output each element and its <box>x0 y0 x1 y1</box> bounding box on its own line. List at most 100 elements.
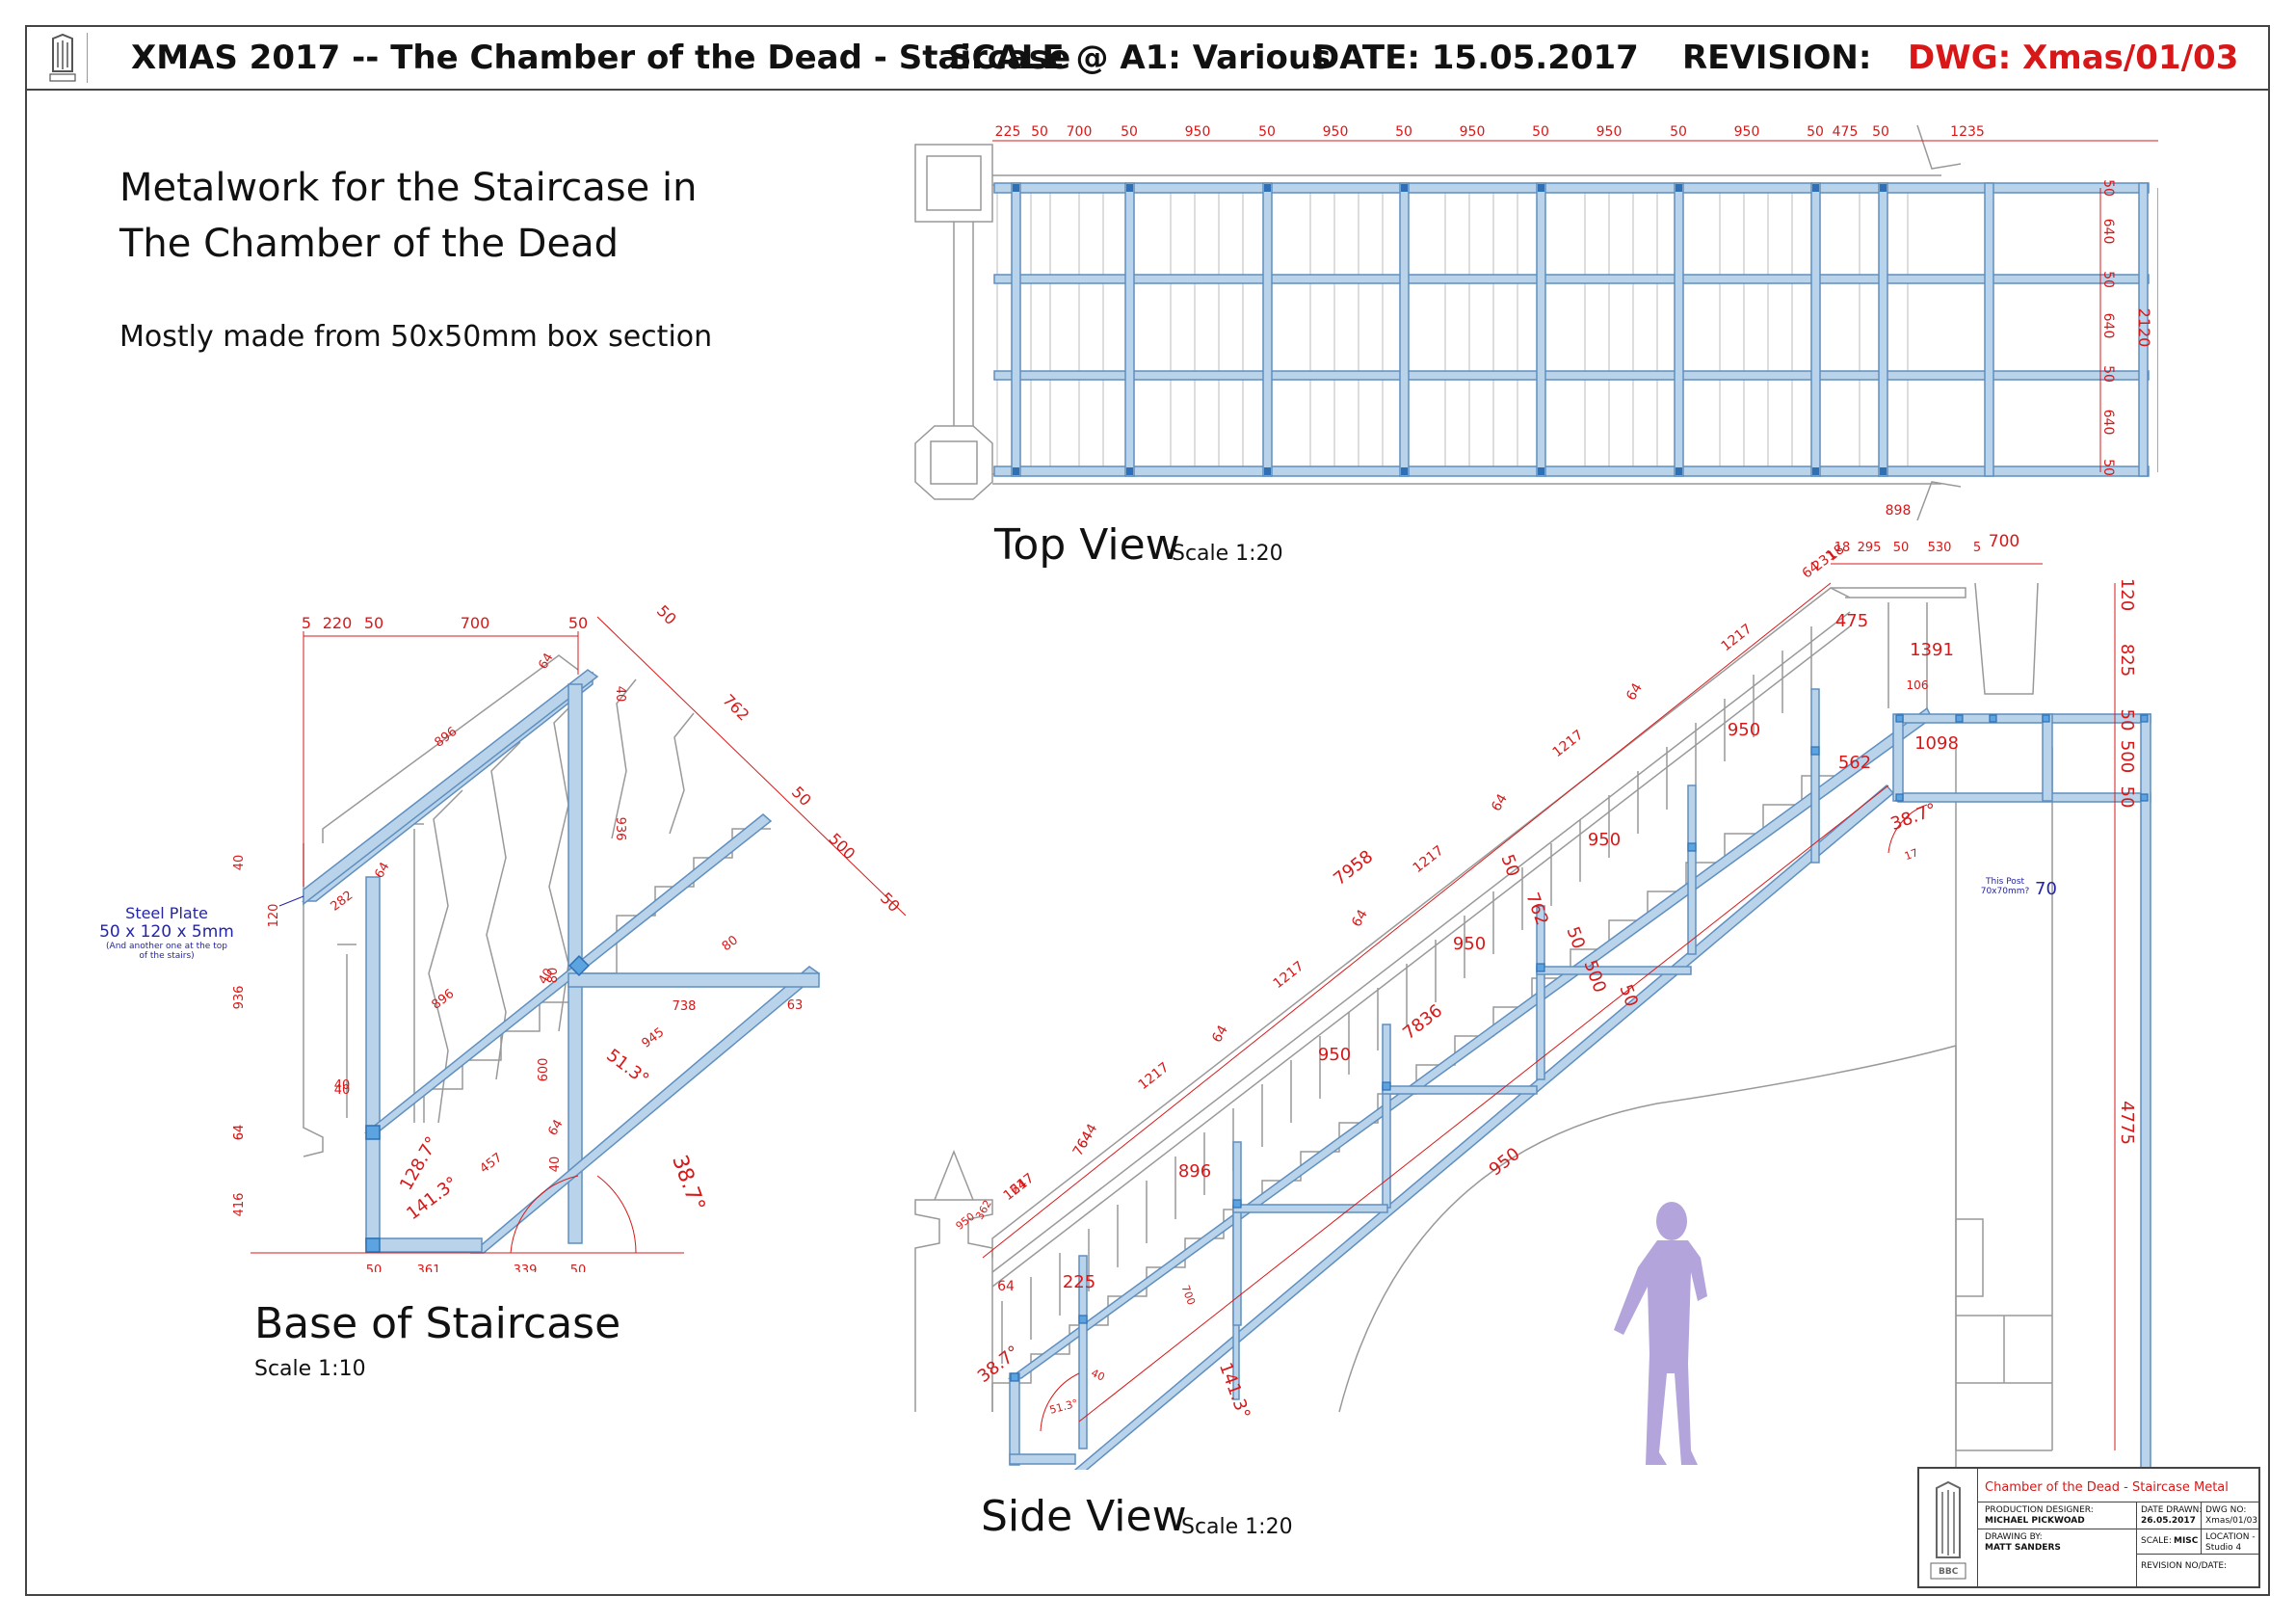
dim-base-misc-28: 40 <box>334 1083 351 1098</box>
base-view-label: Base of Staircase <box>254 1299 621 1348</box>
date-label: DATE: 15.05.2017 <box>1312 39 1639 77</box>
dim-side-10: 64 <box>1623 680 1646 704</box>
dim-side-top-4: 5 <box>1973 541 1981 555</box>
dim-base-misc-14: 738 <box>673 999 697 1014</box>
dim-top-12: 950 <box>1734 124 1760 140</box>
dim-top-3: 50 <box>1121 124 1138 140</box>
dim-side-27: 950 <box>1318 1045 1351 1065</box>
dim-top-7: 50 <box>1395 124 1412 140</box>
dim-base-misc-21: 40 <box>548 1157 563 1173</box>
dim-top-10: 950 <box>1597 124 1623 140</box>
date-drawn: 26.05.2017 <box>2141 1516 2196 1526</box>
scale-block-label: SCALE: <box>2141 1536 2172 1546</box>
dim-base-misc-10: 40 <box>334 1078 351 1093</box>
dim-top-2: 700 <box>1067 124 1093 140</box>
dim-base-top-1: 220 <box>323 614 353 632</box>
dim-top-13: 50 <box>1807 124 1824 140</box>
date-drawn-label: DATE DRAWN: <box>2141 1505 2203 1515</box>
revision-label: REVISION: <box>1682 39 1872 77</box>
dim-top-15: 50 <box>1872 124 1889 140</box>
heading-line-1: Metalwork for the Staircase in <box>119 166 698 210</box>
steel-plate-note: Steel Plate 50 x 120 x 5mm (And another … <box>85 904 249 961</box>
side-view-drawing: 18 295 50 530 5 700 120 825 50 500 50 47… <box>914 532 2151 1470</box>
dim-side-right-1: 825 <box>2117 644 2137 677</box>
dim-top-v-4: 50 <box>2100 365 2116 383</box>
dim-base-misc-5: 282 <box>328 889 356 915</box>
dim-side-11: 1217 <box>1550 728 1587 761</box>
dim-top-9: 50 <box>1532 124 1549 140</box>
dim-base-misc-26: 416 <box>232 1193 247 1217</box>
steel-plate-title: Steel Plate <box>125 904 208 922</box>
title-block: BBC Chamber of the Dead - Staircase Meta… <box>1917 1467 2260 1588</box>
dim-base-top-2: 50 <box>364 614 383 632</box>
post-note-line-1: This Post <box>1985 877 2025 887</box>
dim-base-misc-6: 120 <box>267 904 281 928</box>
location: Studio 4 <box>2205 1543 2242 1553</box>
dim-side-35: 362 <box>973 1198 994 1222</box>
dim-side-16: 50 <box>1496 852 1523 880</box>
title-block-logo: BBC <box>1919 1469 1978 1586</box>
dim-top-16: 1235 <box>1950 124 1985 140</box>
drawing-number: DWG: Xmas/01/03 <box>1908 39 2239 77</box>
dim-top-4: 950 <box>1185 124 1211 140</box>
heading-line-2: The Chamber of the Dead <box>119 222 619 266</box>
dim-top-0: 225 <box>995 124 1021 140</box>
scale-label: SCALE @ A1: Various <box>948 39 1332 77</box>
production-designer: MICHAEL PICKWOAD <box>1985 1516 2085 1526</box>
dim-base-misc-3: 936 <box>613 817 627 841</box>
dim-side-23: 950 <box>1453 934 1486 954</box>
dim-side-13: 7958 <box>1330 846 1377 890</box>
dim-side-24: 64 <box>1209 1023 1231 1046</box>
drawing-frame <box>25 25 2270 1596</box>
bbc-logo-icon <box>39 33 88 83</box>
dim-top-6: 950 <box>1323 124 1349 140</box>
dim-base-top-4: 50 <box>568 614 588 632</box>
dim-top-v-5: 640 <box>2100 410 2116 436</box>
dim-base-misc-13: 80 <box>720 933 741 954</box>
dim-side-right-2: 50 <box>2117 709 2137 731</box>
dim-side-top-5: 700 <box>1989 532 2019 551</box>
top-view-label: Top View <box>994 520 1180 570</box>
dim-side-31: 7644 <box>1070 1121 1101 1158</box>
dim-side-15: 950 <box>1588 830 1621 850</box>
dwg-no-label: DWG NO: <box>2205 1505 2247 1515</box>
heading-subtitle: Mostly made from 50x50mm box section <box>119 320 713 354</box>
production-designer-label: PRODUCTION DESIGNER: <box>1985 1505 2094 1515</box>
dim-side-top-0: 18 <box>1834 541 1851 555</box>
dim-top-bottom: 898 <box>1886 503 1912 519</box>
top-view-drawing: 225 50 700 50 950 50 950 50 950 50 950 5… <box>914 124 2158 520</box>
steel-plate-line-1: (And another one at the top <box>106 942 227 951</box>
dim-side-43: 38.7° <box>1887 800 1939 836</box>
dim-side-21: 64 <box>1349 907 1371 930</box>
dim-base-misc-25: 38.7° <box>667 1152 709 1214</box>
dim-side-right-4: 50 <box>2117 786 2137 809</box>
dim-side-44: 17 <box>1903 846 1920 863</box>
dim-base-misc-27: 64 <box>232 1125 247 1141</box>
person-figure-icon <box>1614 1202 1707 1465</box>
dim-base-misc-4: 64 <box>372 860 392 881</box>
dim-side-25: 1217 <box>1136 1060 1173 1094</box>
dim-base-misc-19: 51.3° <box>602 1045 652 1089</box>
dim-side-28: 64 <box>1074 1129 1096 1152</box>
drawing-by-label: DRAWING BY: <box>1985 1532 2043 1542</box>
dim-base-diag-4: 50 <box>877 889 904 916</box>
dim-side-17: 762 <box>1521 890 1551 927</box>
dim-side-8: 1098 <box>1914 733 1959 754</box>
dim-side-right-0: 120 <box>2117 578 2137 611</box>
base-view-scale: Scale 1:10 <box>254 1357 366 1381</box>
dim-base-top-3: 700 <box>461 614 490 632</box>
dim-top-8: 950 <box>1460 124 1486 140</box>
steel-plate-size: 50 x 120 x 5mm <box>99 922 234 942</box>
dim-side-5: 106 <box>1907 678 1929 692</box>
dim-side-42: 141.3° <box>1215 1360 1254 1422</box>
dim-side-12: 64 <box>1489 791 1511 814</box>
dim-side-right-5: 4775 <box>2117 1101 2137 1145</box>
dim-top-11: 50 <box>1670 124 1687 140</box>
dim-base-misc-8: 936 <box>232 986 247 1010</box>
dim-side-22: 1217 <box>1271 959 1307 993</box>
dim-base-diag-0: 50 <box>653 601 680 628</box>
dim-side-30: 950 <box>1486 1144 1524 1181</box>
dim-side-top-2: 50 <box>1893 541 1910 555</box>
side-view-label: Side View <box>981 1492 1187 1541</box>
title-bar: XMAS 2017 -- The Chamber of the Dead - S… <box>25 25 2270 91</box>
